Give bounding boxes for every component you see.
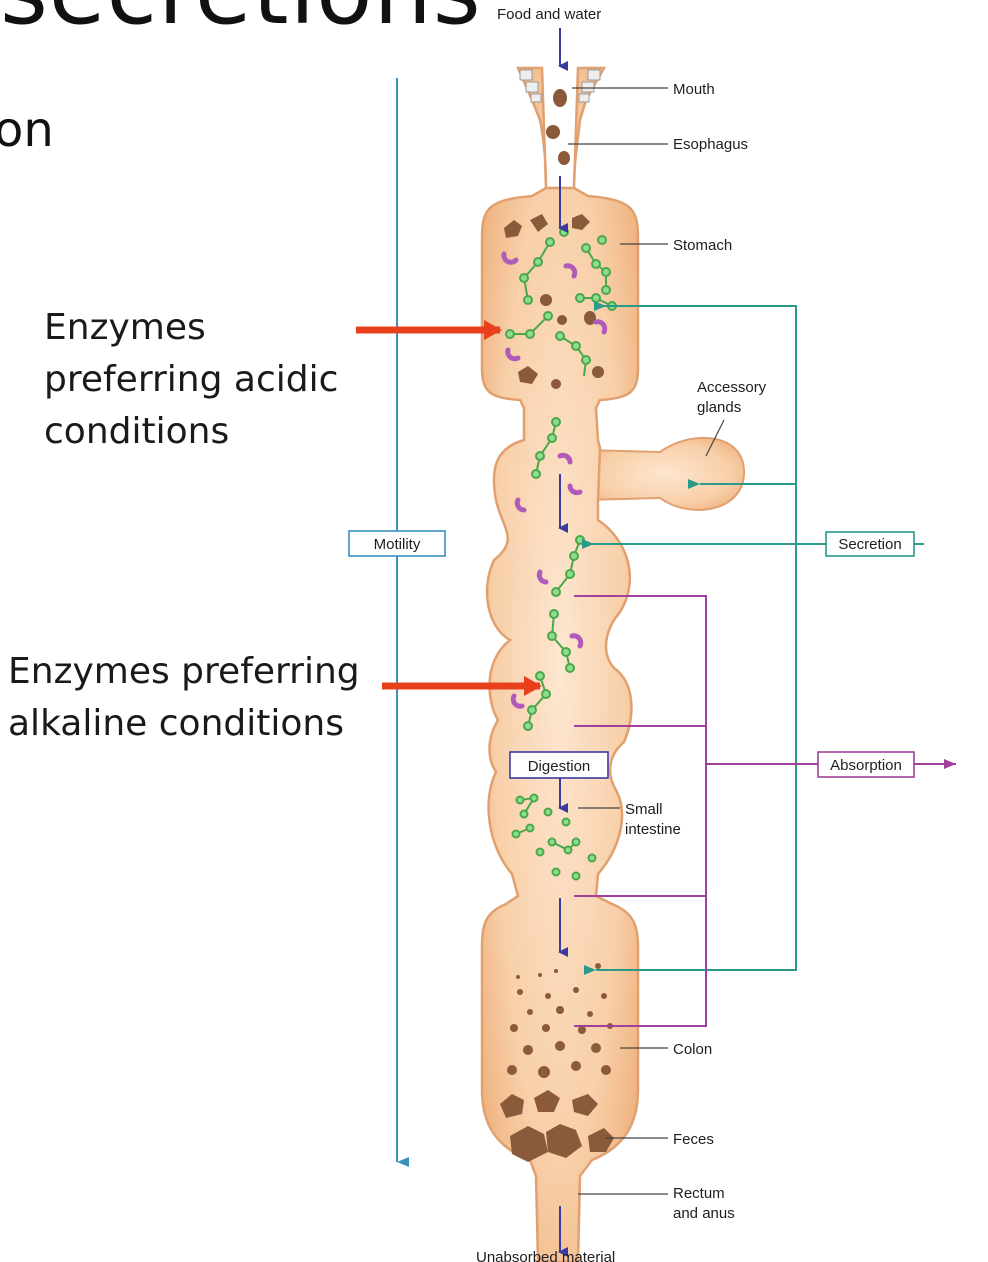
absorption-lines xyxy=(574,595,956,1027)
input-label: Food and water xyxy=(497,6,601,23)
motility-label: Motility xyxy=(374,536,421,553)
acidic-enzymes-annotation: Enzymes preferring acidic conditions xyxy=(44,307,339,452)
rectum-label-line1: Rectum xyxy=(673,1185,725,1202)
label-leaders xyxy=(568,87,725,1195)
mouth-label: Mouth xyxy=(673,81,715,98)
alkaline-enzymes-annotation: Enzymes preferring alkaline conditions xyxy=(8,651,360,744)
food-particles xyxy=(500,89,614,1162)
esophagus-label: Esophagus xyxy=(673,136,748,153)
colon-label: Colon xyxy=(673,1041,712,1058)
tract-body xyxy=(480,66,640,1262)
secretion-lines xyxy=(582,301,924,975)
subtitle-fragment: on xyxy=(0,102,54,158)
accessory-glands-label-line1: Accessory xyxy=(697,379,767,396)
absorption-label: Absorption xyxy=(830,757,902,774)
digestion-box: Digestion xyxy=(509,751,609,779)
secretion-box: Secretion xyxy=(825,531,915,557)
feces-label: Feces xyxy=(673,1131,714,1148)
output-label: Unabsorbed material xyxy=(476,1249,615,1262)
rectum-label-line2: and anus xyxy=(673,1205,735,1222)
secretion-label: Secretion xyxy=(838,536,901,553)
small-intestine-label-line1: Small xyxy=(625,801,663,818)
digestion-label: Digestion xyxy=(528,758,591,775)
motility-box: Motility xyxy=(348,530,446,557)
enzyme-molecules xyxy=(505,227,617,881)
slide-title: secretions xyxy=(0,0,482,45)
small-intestine-label-line2: intestine xyxy=(625,821,681,838)
absorption-box: Absorption xyxy=(817,751,915,778)
stomach-label: Stomach xyxy=(673,237,732,254)
accessory-glands-label-line2: glands xyxy=(697,399,741,416)
purple-enzymes xyxy=(501,251,608,709)
accessory-gland-shape xyxy=(584,436,746,511)
